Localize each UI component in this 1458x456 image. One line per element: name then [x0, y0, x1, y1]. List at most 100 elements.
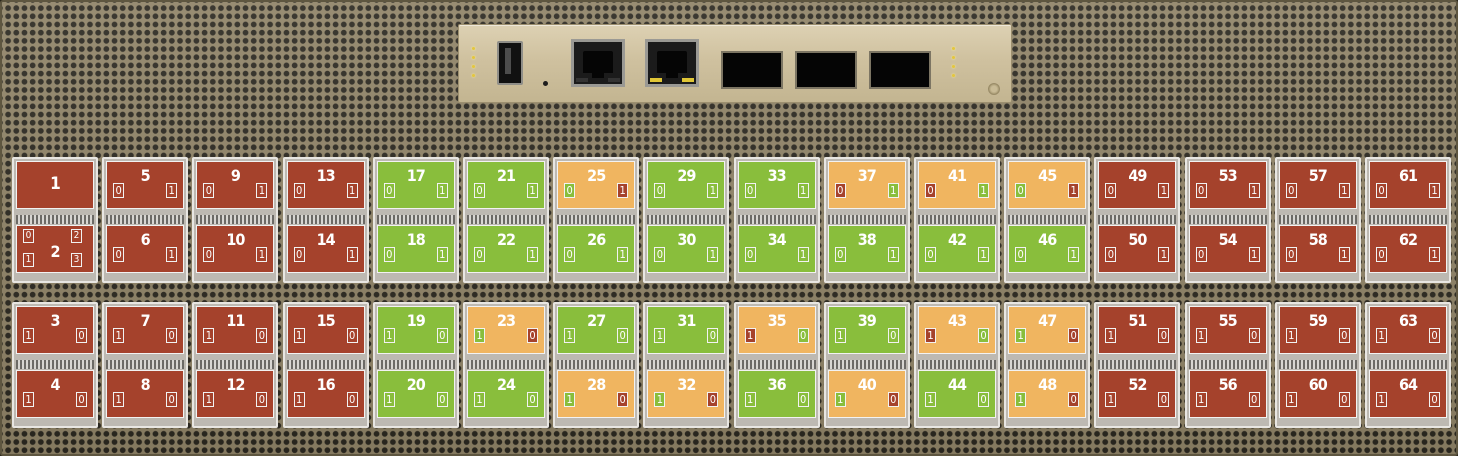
lane-1-indicator: 1: [564, 328, 576, 343]
lane-0-indicator: 0: [1285, 247, 1297, 262]
ethernet-port-1[interactable]: [571, 39, 625, 87]
lane-3-indicator: 3: [71, 253, 82, 267]
lane-1-indicator: 1: [707, 247, 719, 262]
sfp-port-1[interactable]: [721, 51, 783, 89]
port-number: 43: [947, 311, 967, 330]
ethernet-port-2[interactable]: [645, 39, 699, 87]
lane-0-indicator: 0: [293, 183, 305, 198]
lane-0-indicator: 0: [887, 328, 899, 343]
port-number: 39: [857, 311, 877, 330]
port-number: 53: [1218, 166, 1238, 185]
port-number: 8: [140, 375, 151, 394]
port-number: 44: [947, 375, 967, 394]
sfp-port-3[interactable]: [869, 51, 931, 89]
port-number: 14: [316, 230, 336, 249]
port-number: 4: [50, 375, 60, 394]
lane-1-indicator: 1: [527, 183, 538, 198]
ground-screw-icon: [988, 83, 1000, 95]
sfp-port-2[interactable]: [795, 51, 857, 89]
cage-grill: [1008, 215, 1087, 224]
port-1[interactable]: 1: [16, 161, 94, 209]
cage-grill: [376, 360, 455, 369]
lane-1-indicator: 1: [887, 247, 899, 262]
status-led-icon: [951, 47, 957, 83]
port-number: 63: [1398, 311, 1418, 330]
usb-port-icon[interactable]: [497, 41, 523, 85]
lane-0-indicator: 0: [474, 183, 485, 198]
lane-1-indicator: 1: [1248, 247, 1260, 262]
lane-2-indicator: 2: [71, 229, 82, 243]
port-number: 37: [857, 166, 877, 185]
lane-1-indicator: 1: [1376, 392, 1387, 407]
reset-button[interactable]: [543, 81, 548, 86]
